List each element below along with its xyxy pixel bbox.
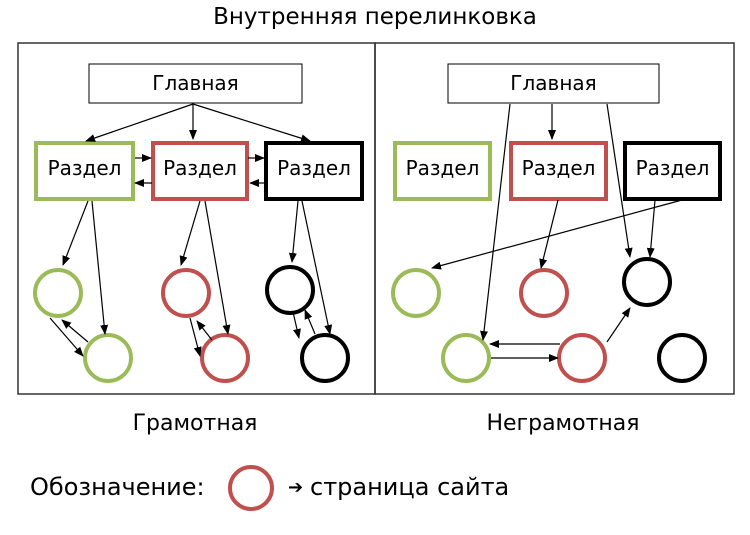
- page-circle: [441, 333, 491, 383]
- right-arrows: [431, 103, 683, 362]
- page-circle: [33, 268, 83, 318]
- right-section-black: [623, 141, 722, 201]
- left-pages: [33, 265, 350, 383]
- page-circle: [519, 268, 569, 318]
- page-circle: [200, 333, 250, 383]
- page-circle: [391, 268, 441, 318]
- left-home-box: [88, 63, 303, 104]
- right-section-label-3: Раздел: [635, 156, 710, 180]
- right-section-red: [509, 141, 608, 201]
- right-panel-frame: [374, 42, 735, 395]
- left-home-label: Главная: [152, 71, 239, 95]
- legend-meaning: страница сайта: [310, 473, 510, 501]
- right-section-label-1: Раздел: [405, 156, 480, 180]
- legend-label: Обозначение:: [30, 473, 205, 501]
- diagram-title: Внутренняя перелинковка: [213, 4, 537, 30]
- left-arrows: [49, 103, 333, 357]
- left-caption: Грамотная: [132, 411, 258, 436]
- page-circle: [657, 333, 707, 383]
- page-circle: [622, 257, 672, 307]
- left-section-label-3: Раздел: [277, 156, 351, 180]
- page-circle: [300, 333, 350, 383]
- page-circle: [83, 333, 133, 383]
- right-home-box: [447, 63, 660, 104]
- left-section-green: [34, 141, 135, 201]
- left-section-label-2: Раздел: [163, 156, 237, 180]
- legend-arrow-icon: ➔: [288, 477, 304, 498]
- legend-page-circle: [228, 465, 274, 511]
- right-home-label: Главная: [510, 71, 597, 95]
- left-section-label-1: Раздел: [47, 156, 122, 180]
- right-caption: Неграмотная: [486, 411, 640, 436]
- page-circle: [161, 268, 211, 318]
- left-section-red: [151, 141, 249, 201]
- page-circle: [265, 265, 315, 315]
- right-section-green: [393, 141, 492, 201]
- right-section-label-2: Раздел: [521, 156, 596, 180]
- right-pages: [391, 257, 707, 383]
- page-circle: [557, 333, 607, 383]
- left-section-black: [264, 141, 364, 201]
